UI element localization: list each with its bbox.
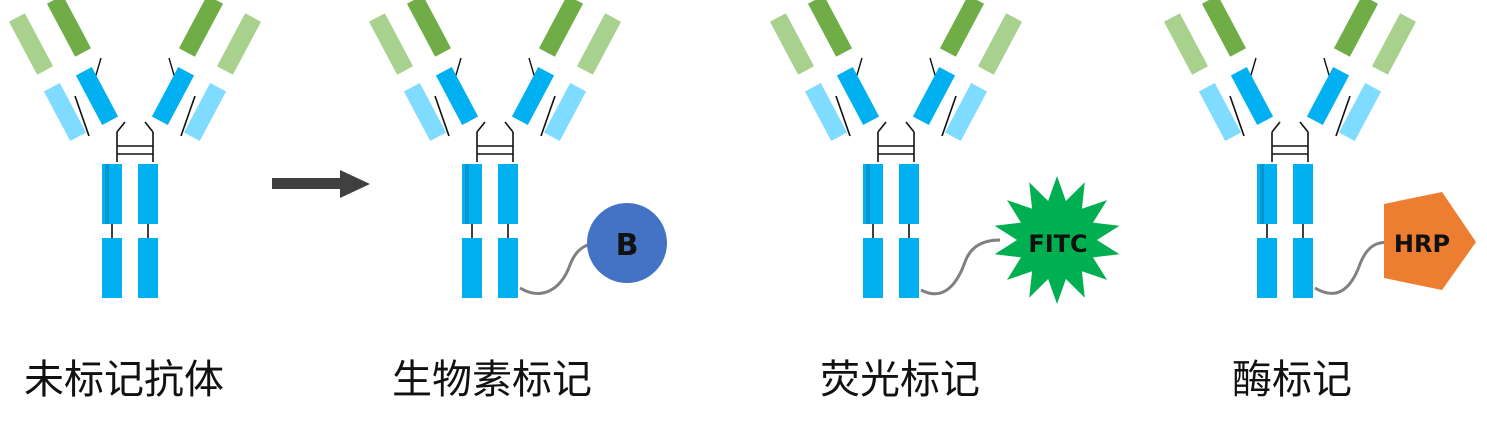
tether-line	[1314, 240, 1391, 295]
antibody-icon	[8, 0, 262, 299]
caption-enzyme: 酶标记	[1232, 357, 1352, 403]
caption-fluorescent: 荧光标记	[820, 357, 980, 403]
fitc-label-text: FITC	[1028, 230, 1087, 258]
hrp-label-icon: HRP	[1384, 192, 1476, 290]
hrp-label-text: HRP	[1394, 230, 1450, 258]
caption-unlabeled: 未标记抗体	[24, 357, 224, 403]
antibody-icon	[1163, 0, 1417, 299]
biotin-label-icon: B	[587, 203, 667, 283]
antibody-icon	[368, 0, 622, 299]
biotin-label-text: B	[616, 228, 639, 263]
tether-line	[920, 238, 1001, 296]
arrow-right-icon	[272, 170, 370, 198]
fitc-label-icon: FITC	[994, 176, 1120, 304]
caption-biotin: 生物素标记	[392, 357, 592, 403]
antibody-icon	[769, 0, 1023, 299]
